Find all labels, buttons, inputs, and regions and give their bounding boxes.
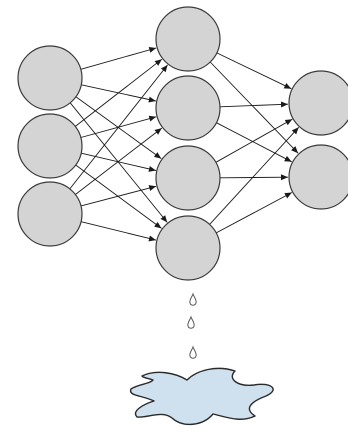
drips	[187, 292, 197, 359]
drip-1	[189, 292, 197, 306]
edge-hidden2-to-output1	[219, 101, 289, 108]
edge-input2-to-hidden4	[75, 164, 162, 229]
hidden-node-4	[155, 215, 221, 281]
input-node-2	[17, 113, 83, 179]
edge-hidden3-to-output1	[215, 118, 293, 163]
edge-hidden4-to-output1	[209, 126, 300, 225]
input-node-1	[17, 45, 83, 111]
edge-hidden4-to-output2	[215, 192, 293, 234]
edge-input2-to-hidden1	[75, 58, 163, 127]
hidden-node-2	[155, 75, 221, 141]
drip-3	[189, 345, 197, 359]
edge-input3-to-hidden1	[69, 64, 168, 190]
edge-hidden2-to-output2	[216, 122, 292, 163]
drip-2	[187, 315, 195, 329]
nodes	[17, 6, 348, 281]
hidden-node-1	[155, 6, 221, 72]
edge-hidden1-to-output2	[209, 61, 299, 154]
output-node-1	[288, 70, 348, 136]
connections	[69, 47, 300, 242]
edge-input3-to-hidden3	[80, 185, 157, 207]
input-node-3	[17, 181, 83, 247]
edge-input1-to-hidden1	[80, 47, 157, 70]
edge-input3-to-hidden4	[80, 221, 157, 242]
edge-hidden1-to-output1	[216, 52, 292, 90]
edge-input3-to-hidden2	[75, 127, 163, 195]
edge-hidden3-to-output2	[219, 174, 289, 181]
leak-puddle	[129, 367, 274, 425]
output-node-2	[288, 144, 348, 210]
hidden-node-3	[155, 145, 221, 211]
edge-input1-to-hidden4	[69, 102, 168, 223]
